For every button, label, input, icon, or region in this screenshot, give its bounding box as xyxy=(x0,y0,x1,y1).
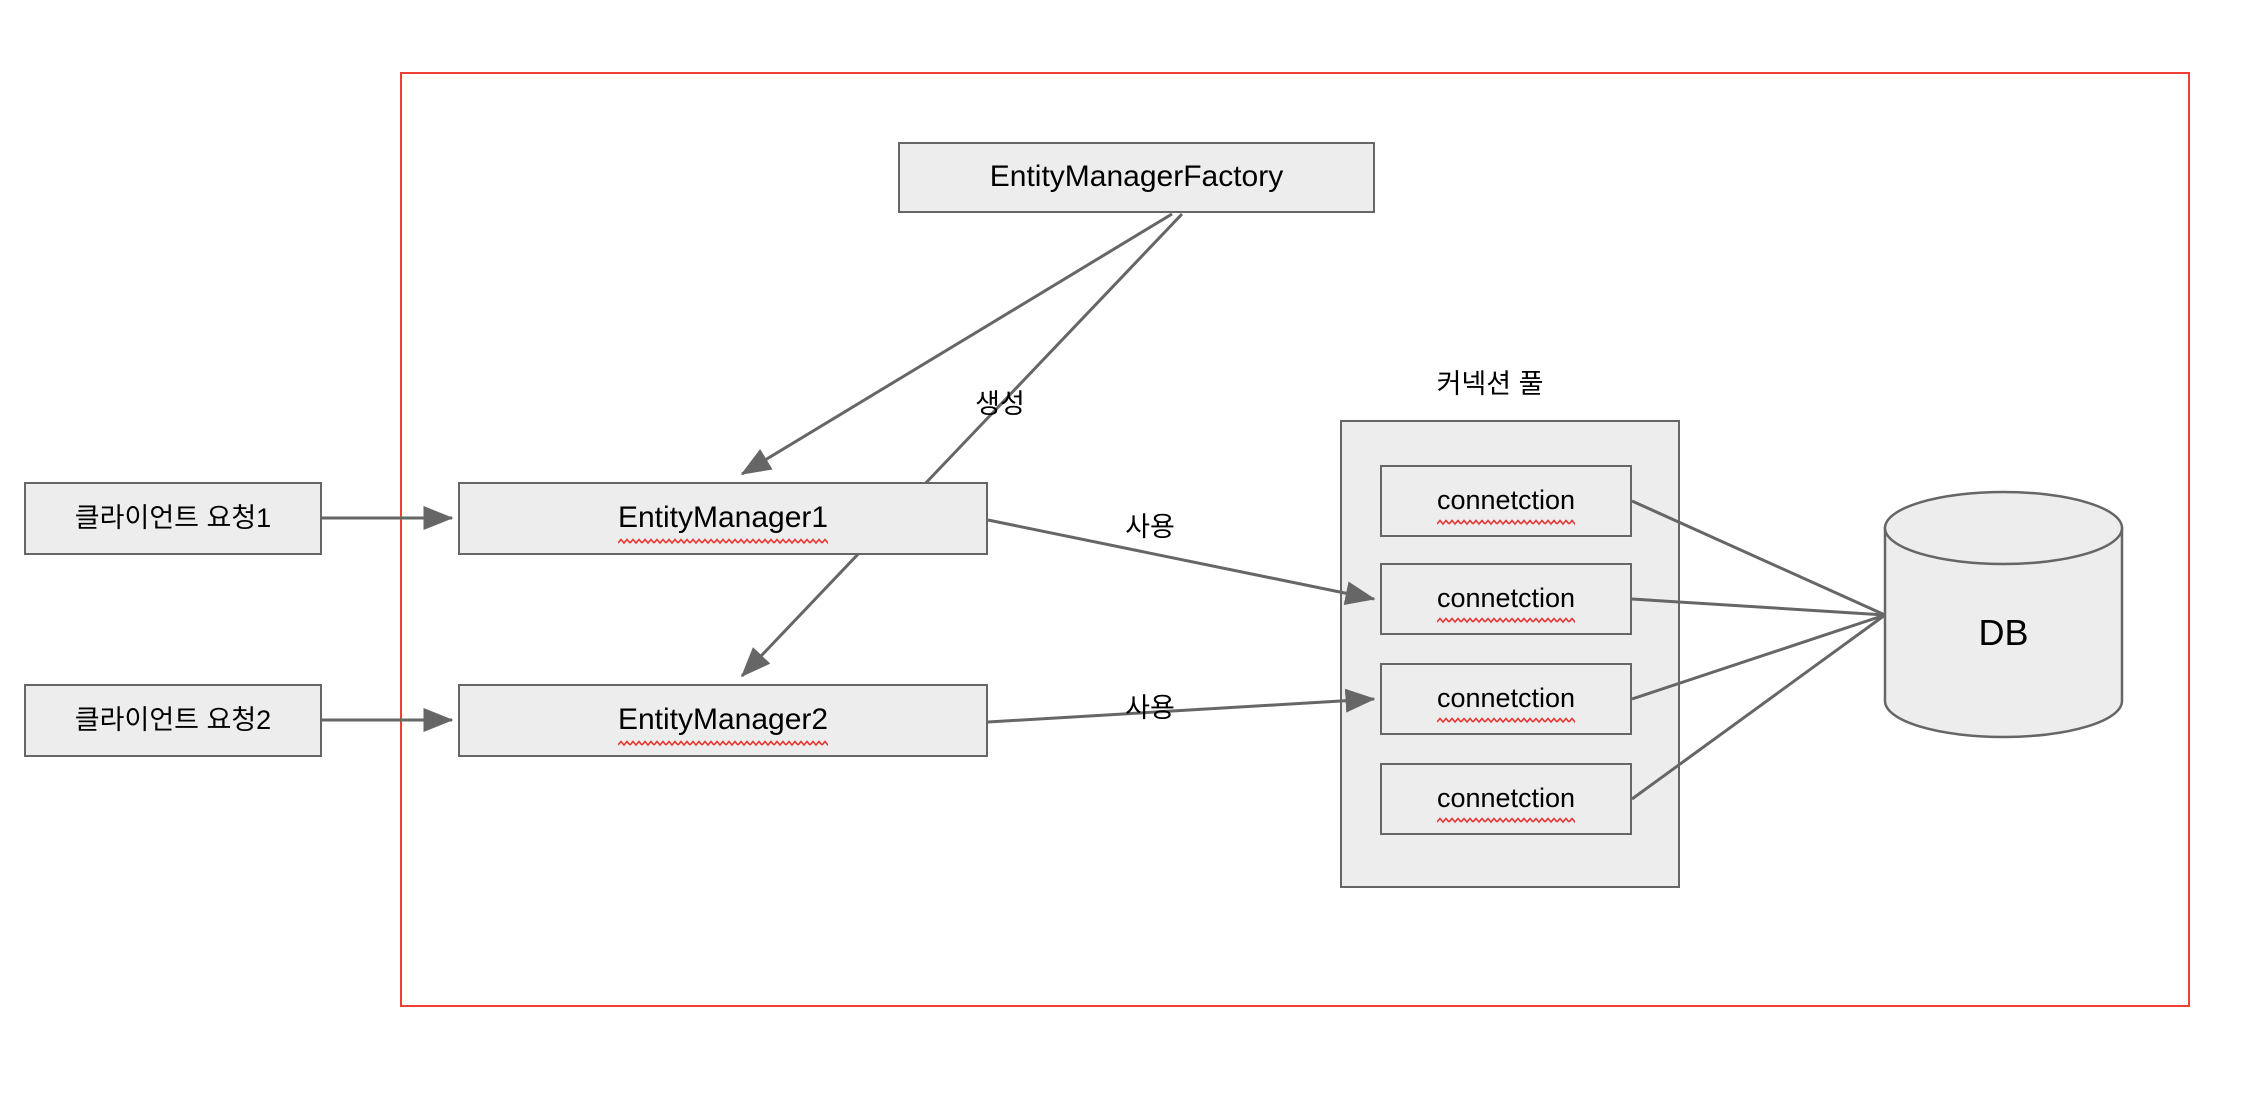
connection-4[interactable]: connetction xyxy=(1380,763,1632,835)
client-request-2-label: 클라이언트 요청2 xyxy=(74,704,272,735)
db-top-ellipse xyxy=(1883,490,2124,566)
connection-1[interactable]: connetction xyxy=(1380,465,1632,537)
entity-manager-1[interactable]: EntityManager1 xyxy=(458,482,988,555)
connection-2-label: connetction xyxy=(1436,583,1576,624)
entity-manager-1-label: EntityManager1 xyxy=(617,501,829,545)
application-boundary xyxy=(400,72,2190,1007)
connection-4-label: connetction xyxy=(1436,783,1576,824)
edge-em2-to-connection3-label: 사용 xyxy=(1125,693,1175,723)
database-label: DB xyxy=(1978,611,2029,653)
connection-3[interactable]: connetction xyxy=(1380,663,1632,735)
client-request-1-label: 클라이언트 요청1 xyxy=(74,502,272,533)
database-cylinder[interactable] xyxy=(1881,488,2126,741)
connection-1-label: connetction xyxy=(1436,485,1576,526)
connection-3-label: connetction xyxy=(1436,683,1576,724)
client-request-1[interactable]: 클라이언트 요청1 xyxy=(24,482,322,555)
entity-manager-2-label: EntityManager2 xyxy=(617,703,829,747)
client-request-2[interactable]: 클라이언트 요청2 xyxy=(24,684,322,757)
connection-pool-label: 커넥션 풀 xyxy=(1436,369,1544,399)
entity-manager-factory-label: EntityManagerFactory xyxy=(989,160,1284,194)
entity-manager-factory[interactable]: EntityManagerFactory xyxy=(898,142,1375,213)
edge-em1-to-connection2-label: 사용 xyxy=(1125,512,1175,542)
db-body xyxy=(1883,526,2124,739)
connection-2[interactable]: connetction xyxy=(1380,563,1632,635)
edge-emf-to-em1-label: 생성 xyxy=(975,389,1025,419)
entity-manager-2[interactable]: EntityManager2 xyxy=(458,684,988,757)
